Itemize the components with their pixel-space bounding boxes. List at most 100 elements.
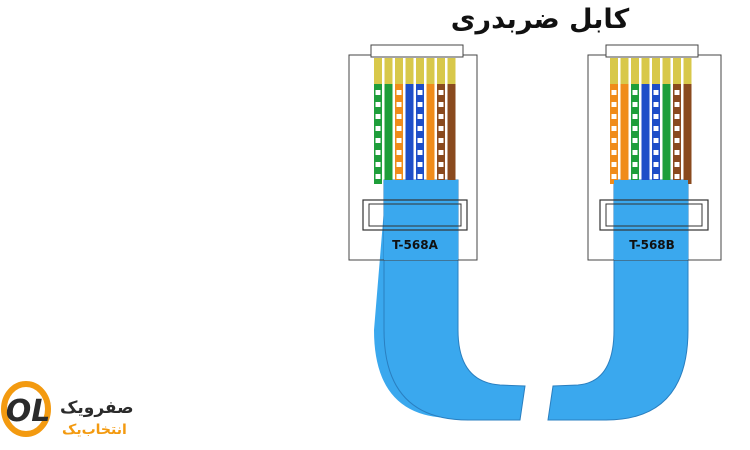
left-wire-5 [416, 84, 424, 184]
right-wire-stripe [632, 126, 638, 131]
right-pin-4 [641, 58, 650, 84]
left-wire-6 [426, 84, 435, 184]
left-connector-top [370, 44, 464, 58]
right-wire-stripe [674, 102, 680, 107]
right-rj45-connector: T-568B [587, 44, 722, 261]
right-pin-6 [662, 58, 671, 84]
left-wire-stripe [438, 150, 444, 155]
left-wire-stripe [438, 138, 444, 143]
right-wire-stripe [632, 102, 638, 107]
right-wire-stripe [611, 150, 617, 155]
left-wire-stripe [375, 126, 381, 131]
right-latch-inner [605, 203, 703, 227]
left-wire-stripe [417, 150, 423, 155]
right-connector-top [605, 44, 699, 58]
right-wire-group [610, 58, 692, 184]
right-pin-1 [610, 58, 618, 84]
right-wire-5 [652, 84, 660, 184]
right-wire-stripe [674, 162, 680, 167]
right-cable-jacket [614, 180, 688, 260]
left-wire-stripe [396, 138, 402, 143]
right-pin-3 [631, 58, 639, 84]
left-wire-stripe [438, 174, 444, 179]
right-pin-5 [652, 58, 660, 84]
right-wire-stripe [674, 138, 680, 143]
left-wire-stripe [417, 138, 423, 143]
left-wire-stripe [396, 90, 402, 95]
left-pin-4 [405, 58, 414, 84]
left-rj45-connector: T-568A [348, 44, 478, 261]
logo-mark-ring [1, 381, 51, 437]
right-wire-stripe [674, 174, 680, 179]
left-wire-stripe [438, 102, 444, 107]
logo-mark-text: OL [6, 394, 51, 429]
right-wire-stripe [632, 150, 638, 155]
right-wire-stripe [653, 126, 659, 131]
right-pin-2 [620, 58, 629, 84]
right-pin-8 [683, 58, 692, 84]
left-pin-7 [437, 58, 445, 84]
left-wire-stripe [396, 114, 402, 119]
left-wire-stripe [375, 162, 381, 167]
right-wire-stripe [653, 114, 659, 119]
left-wire-stripe [396, 174, 402, 179]
left-wire-stripe [375, 102, 381, 107]
left-wire-3 [395, 84, 403, 184]
left-wire-stripe [417, 114, 423, 119]
left-wire-stripe [417, 162, 423, 167]
right-wire-stripe [653, 174, 659, 179]
right-latch-clip [599, 199, 709, 231]
left-wire-stripe [417, 174, 423, 179]
right-wire-4 [641, 84, 650, 184]
right-wire-1 [610, 84, 618, 184]
right-wire-stripe [611, 162, 617, 167]
left-latch-clip [362, 199, 468, 231]
left-pin-3 [395, 58, 403, 84]
left-wire-4 [405, 84, 414, 184]
right-wire-2 [620, 84, 629, 184]
logo-line2: انتخاب‌یک [62, 422, 127, 438]
left-pin-1 [374, 58, 382, 84]
left-wire-stripe [375, 150, 381, 155]
left-wire-stripe [375, 114, 381, 119]
logo-line1: صفرویک [60, 398, 134, 418]
right-wire-3 [631, 84, 639, 184]
right-wire-stripe [632, 174, 638, 179]
right-wire-stripe [674, 150, 680, 155]
right-wire-stripe [653, 138, 659, 143]
right-wire-stripe [653, 90, 659, 95]
right-wire-8 [683, 84, 692, 184]
right-wire-stripe [611, 174, 617, 179]
left-wire-stripe [375, 90, 381, 95]
left-pin-6 [426, 58, 435, 84]
right-wire-stripe [611, 102, 617, 107]
left-pin-5 [416, 58, 424, 84]
left-wire-1 [374, 84, 382, 184]
left-wire-8 [447, 84, 456, 184]
right-wire-6 [662, 84, 671, 184]
right-wire-stripe [674, 114, 680, 119]
left-wire-stripe [438, 126, 444, 131]
left-standard-label: T-568A [392, 238, 438, 252]
right-wire-stripe [611, 114, 617, 119]
right-wire-stripe [674, 126, 680, 131]
left-wire-stripe [417, 102, 423, 107]
left-wire-stripe [396, 150, 402, 155]
left-wire-stripe [417, 90, 423, 95]
left-wire-7 [437, 84, 445, 184]
left-wire-group [374, 58, 456, 184]
right-wire-stripe [632, 114, 638, 119]
right-wire-stripe [632, 162, 638, 167]
right-wire-7 [673, 84, 681, 184]
left-wire-stripe [438, 114, 444, 119]
left-wire-stripe [396, 162, 402, 167]
right-wire-stripe [611, 138, 617, 143]
left-wire-stripe [438, 162, 444, 167]
right-wire-stripe [632, 138, 638, 143]
right-wire-stripe [632, 90, 638, 95]
left-wire-stripe [396, 102, 402, 107]
left-pin-8 [447, 58, 456, 84]
left-wire-stripe [375, 138, 381, 143]
right-wire-stripe [653, 102, 659, 107]
